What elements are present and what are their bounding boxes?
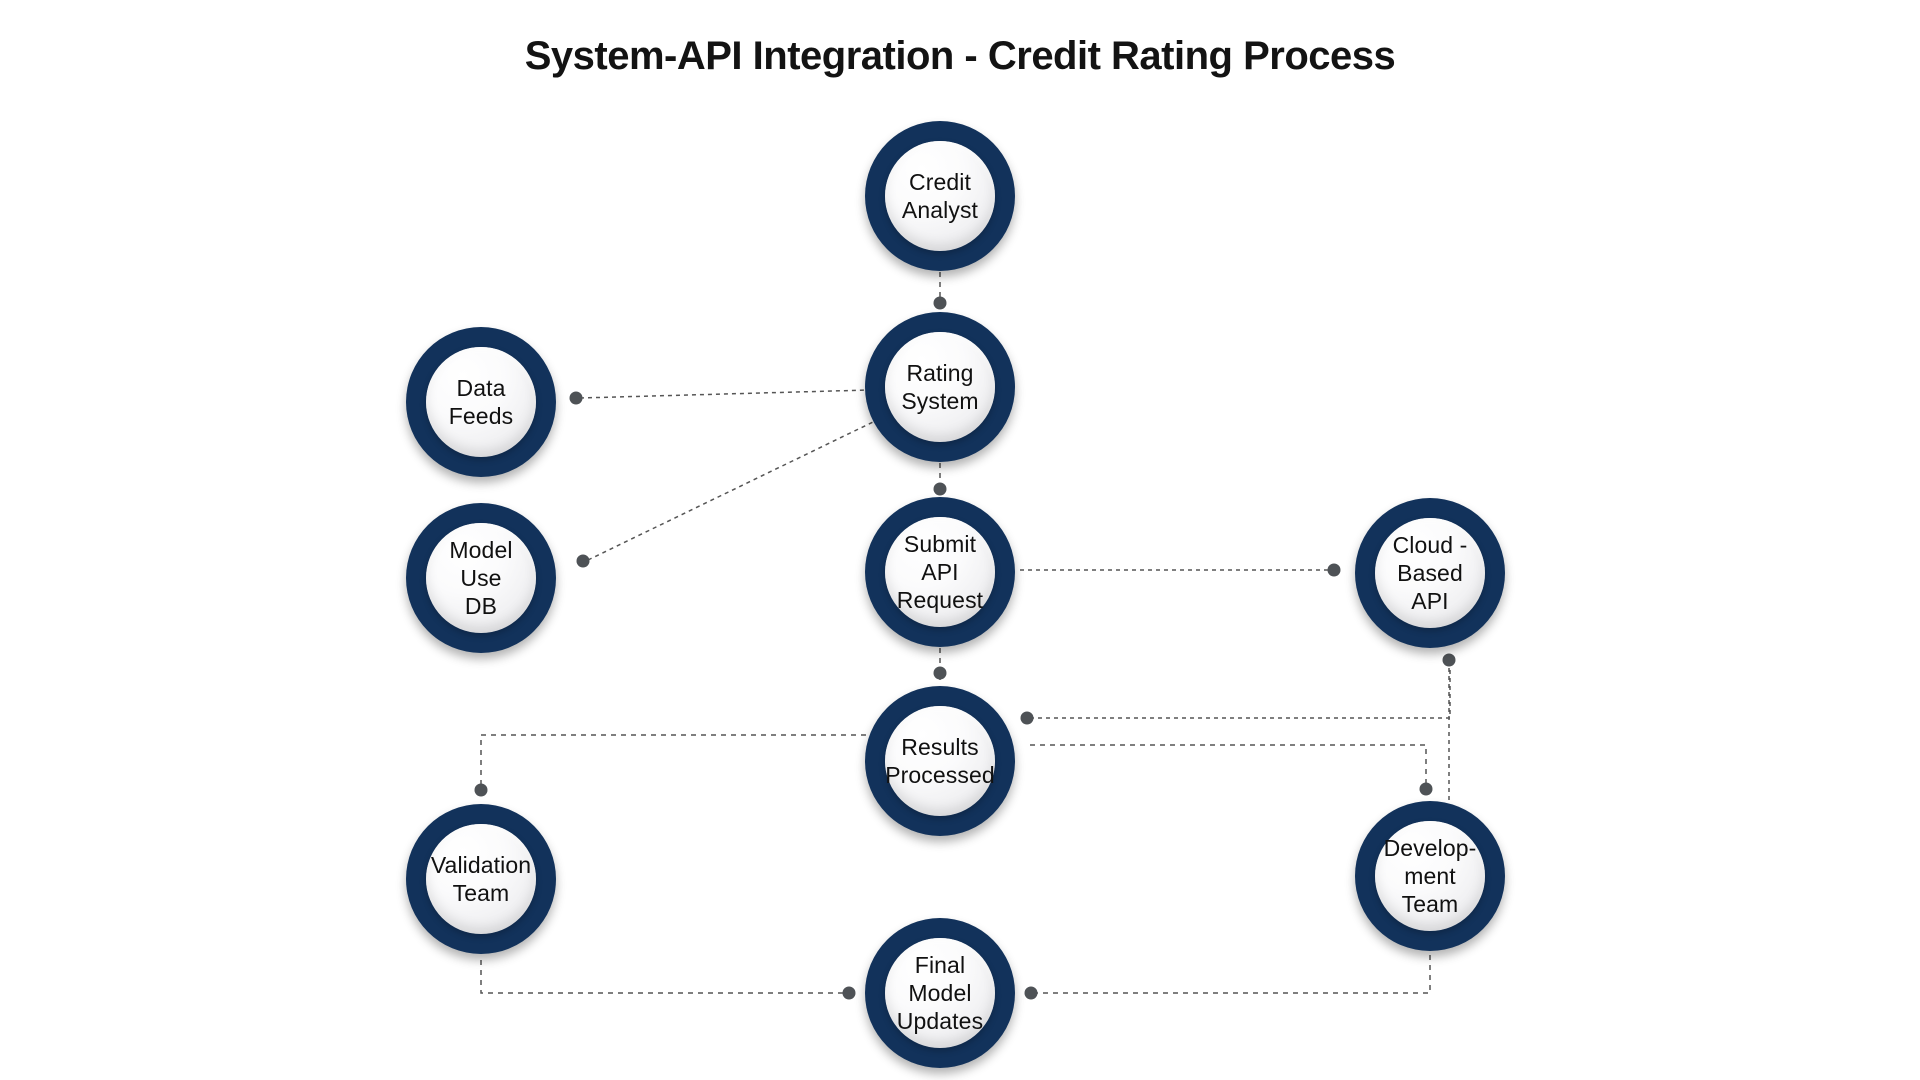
edge-dot (842, 986, 856, 1000)
edge-dot (569, 391, 583, 405)
node-label: Rating System (901, 359, 979, 414)
node-credit-analyst[interactable]: Credit Analyst (865, 121, 1015, 271)
node-face: Credit Analyst (884, 140, 996, 252)
node-label: Cloud - Based API (1392, 531, 1468, 615)
node-face: Submit API Request (884, 516, 996, 628)
edge-dot (1419, 782, 1433, 796)
edge-dot (474, 783, 488, 797)
node-face: Model Use DB (425, 522, 537, 634)
node-development-team[interactable]: Develop- ment Team (1355, 801, 1505, 951)
edge-dot (933, 666, 947, 680)
node-submit-api-request[interactable]: Submit API Request (865, 497, 1015, 647)
edge-dot (1442, 653, 1456, 667)
edge-dot (1024, 986, 1038, 1000)
node-label: Credit Analyst (901, 168, 979, 223)
node-face: Rating System (884, 331, 996, 443)
edge-validation-team-final-model-updates (480, 960, 845, 994)
node-rating-system[interactable]: Rating System (865, 312, 1015, 462)
node-face: Data Feeds (425, 346, 537, 458)
node-label: Results Processed (885, 733, 995, 788)
node-face: Final Model Updates (884, 937, 996, 1049)
edge-results-processed-validation-team (480, 734, 866, 788)
edge-model-use-db-rating-system (587, 421, 874, 561)
node-face: Cloud - Based API (1374, 517, 1486, 629)
node-label: Final Model Updates (896, 951, 984, 1035)
edge-results-processed-development-team (1030, 744, 1427, 786)
node-validation-team[interactable]: Validation Team (406, 804, 556, 954)
node-model-use-db[interactable]: Model Use DB (406, 503, 556, 653)
node-face: Develop- ment Team (1374, 820, 1486, 932)
edge-dot (1327, 563, 1341, 577)
node-label: Model Use DB (449, 536, 513, 620)
node-cloud-based-api[interactable]: Cloud - Based API (1355, 498, 1505, 648)
edge-development-team-final-model-updates (1035, 955, 1431, 994)
edge-dot (576, 554, 590, 568)
node-final-model-updates[interactable]: Final Model Updates (865, 918, 1015, 1068)
edge-dot (933, 296, 947, 310)
node-results-processed[interactable]: Results Processed (865, 686, 1015, 836)
edge-dot (933, 482, 947, 496)
node-face: Validation Team (425, 823, 537, 935)
node-label: Develop- ment Team (1383, 834, 1477, 918)
edge-dot (1020, 711, 1034, 725)
edge-cloud-api-results-processed (1030, 655, 1451, 719)
node-label: Data Feeds (448, 374, 514, 429)
page-title: System-API Integration - Credit Rating P… (524, 34, 1396, 78)
node-data-feeds[interactable]: Data Feeds (406, 327, 556, 477)
node-label: Submit API Request (896, 530, 984, 614)
node-label: Validation Team (430, 851, 532, 906)
edge-data-feeds-rating-system (579, 389, 870, 399)
node-face: Results Processed (884, 705, 996, 817)
